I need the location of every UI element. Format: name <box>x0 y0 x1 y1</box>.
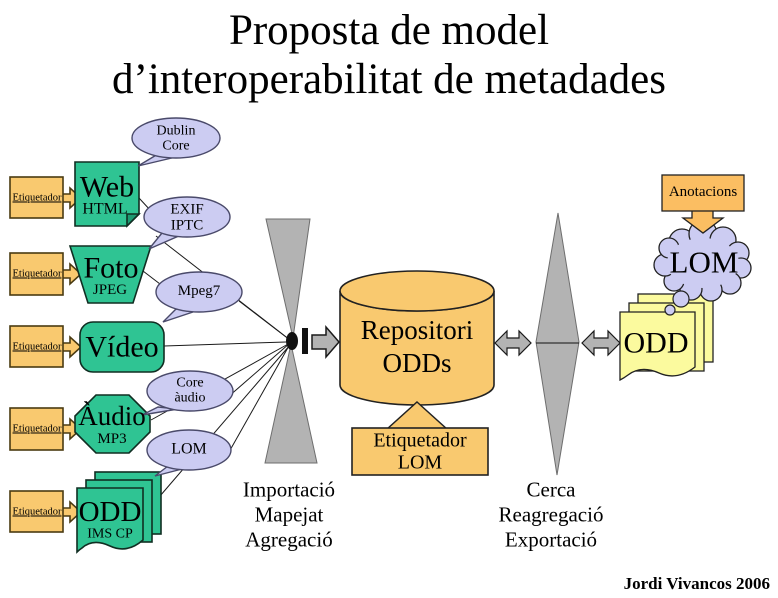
web-shape-fold <box>126 213 141 228</box>
thought-circle-small <box>664 304 676 316</box>
foto-shape <box>68 245 153 304</box>
odd-output-label: ODD <box>623 326 689 360</box>
foto-label: Foto <box>83 251 139 285</box>
video-shape <box>79 321 165 373</box>
odd-output-page-1 <box>619 311 696 382</box>
repository-label-line2: ODDs <box>382 347 452 378</box>
etiquetador-box-audio <box>9 407 64 451</box>
lom-bubble <box>146 429 232 471</box>
dublin-core-label: Dublin Core <box>156 123 196 153</box>
mpeg7-label: Mpeg7 <box>177 283 221 300</box>
convergence-dot <box>286 332 298 350</box>
tagger-label-line1: Etiquetador <box>373 429 467 452</box>
etiquetador-box-video <box>9 325 64 368</box>
odd-source-label: ODD <box>78 495 142 528</box>
etiquetador-label-web: Etiquetador <box>12 192 62 204</box>
exif-iptc-label: EXIF IPTC <box>170 201 204 233</box>
etiquetador-group <box>9 176 83 533</box>
tagger-label-line2: LOM <box>397 451 443 474</box>
repository-label-line1: Repositori <box>360 314 474 345</box>
core-audio-label: Core àudio <box>174 375 206 405</box>
etiquetador-arrow-video <box>61 335 83 359</box>
exif-iptc-bubble <box>143 196 231 238</box>
credit-line: Jordi Vivancos 2006 <box>623 574 770 593</box>
etiquetador-box-foto <box>9 252 64 296</box>
etiquetador-label-odd: Etiquetador <box>12 506 62 518</box>
slide-title-line1: Proposta de model <box>228 7 550 54</box>
tagger-box <box>351 427 489 476</box>
process-left-label: Importació Mapejat Agregació <box>242 477 336 552</box>
audio-label: Àudio <box>78 400 146 431</box>
double-arrow-left <box>494 329 532 357</box>
lom-cloud <box>653 219 752 302</box>
etiquetador-box-odd <box>9 490 64 533</box>
etiquetador-label-audio: Etiquetador <box>12 423 62 435</box>
thought-circle-large <box>672 290 690 308</box>
convergence-bar <box>302 328 308 354</box>
import-arrow-right <box>311 324 340 360</box>
import-funnel-top <box>265 218 311 339</box>
mpeg7-bubble <box>155 271 243 313</box>
process-right-label: Cerca Reagregació Exportació <box>498 477 604 552</box>
lom-cloud-label: LOM <box>669 244 739 280</box>
video-label: Vídeo <box>85 330 159 364</box>
double-arrow-right <box>581 329 621 357</box>
etiquetador-label-foto: Etiquetador <box>12 268 62 280</box>
odd-source-page-1 <box>76 487 144 554</box>
audio-format: MP3 <box>97 431 127 448</box>
web-format: HTML <box>82 200 128 218</box>
core-audio-bubble <box>146 370 234 412</box>
slide-title-line2: d’interoperabilitat de metadades <box>112 56 666 103</box>
slide-title: Proposta de model d’interoperabilitat de… <box>0 6 778 104</box>
search-diamond <box>535 212 580 476</box>
annotations-label: Anotacions <box>668 184 738 201</box>
annotations-box <box>661 174 745 212</box>
import-funnel-bottom <box>264 343 318 464</box>
dublin-core-bubble <box>131 117 221 159</box>
etiquetador-label-video: Etiquetador <box>12 341 62 353</box>
web-label: Web <box>79 170 135 204</box>
repository-cylinder <box>339 270 495 406</box>
foto-format: JPEG <box>92 282 128 299</box>
etiquetador-box-web <box>9 176 64 219</box>
odd-source-format: IMS CP <box>87 526 133 542</box>
lom-bubble-label: LOM <box>171 440 207 458</box>
audio-shape <box>74 394 151 454</box>
